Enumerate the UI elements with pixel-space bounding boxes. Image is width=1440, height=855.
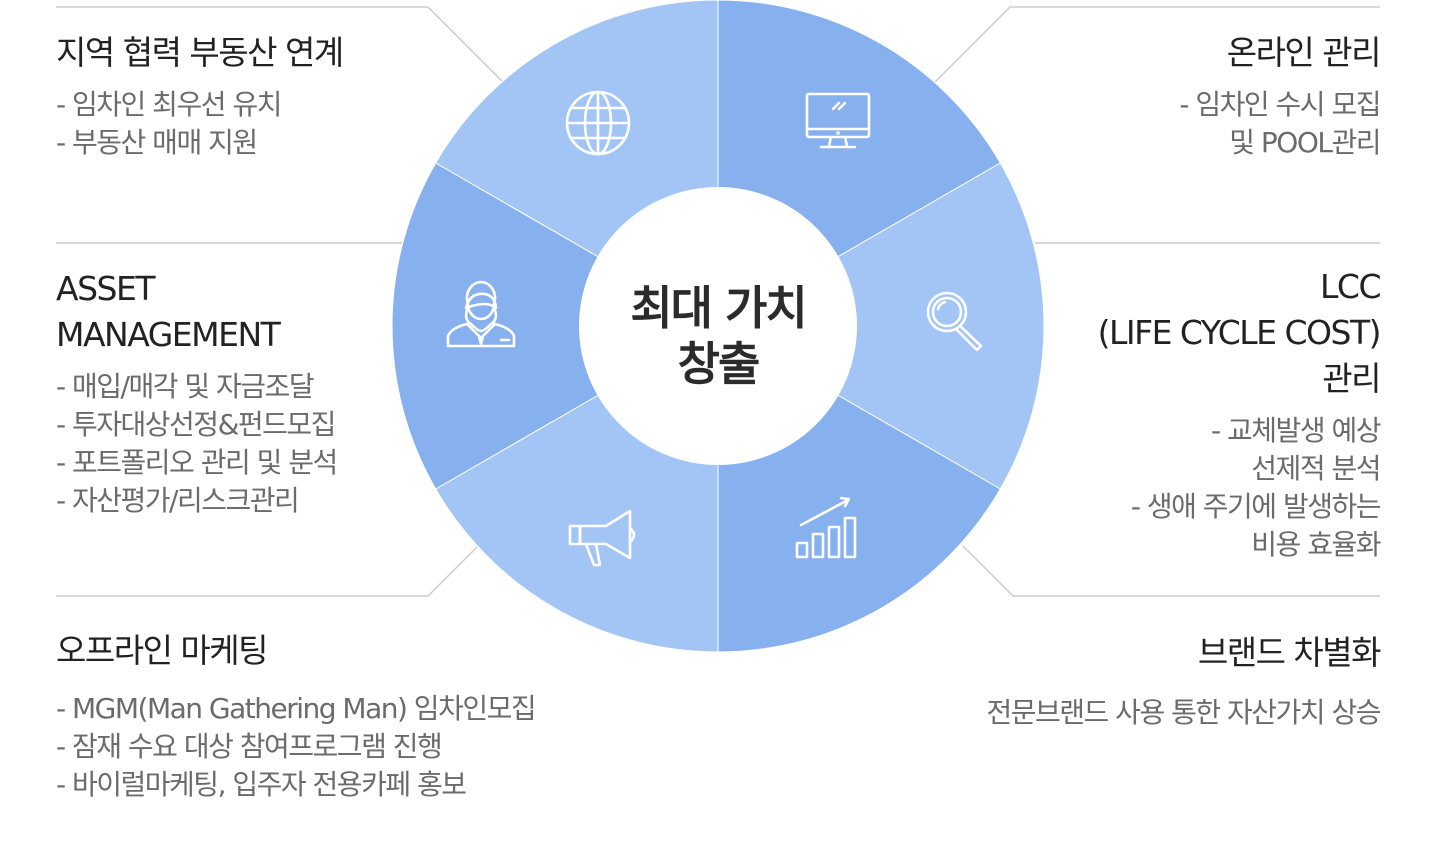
offline-item: - 잠재 수요 대상 참여프로그램 진행	[56, 730, 443, 763]
segment-pointer	[414, 152, 433, 172]
asset-item: - 자산평가/리스크관리	[56, 484, 300, 517]
magnifier-icon	[926, 291, 983, 352]
lcc-item: - 생애 주기에 발생하는	[1130, 490, 1382, 523]
online-title: 온라인 관리	[1226, 33, 1382, 72]
connector-brand	[962, 545, 1380, 597]
segment-icons	[446, 90, 983, 567]
segment-pointer	[994, 145, 1012, 165]
asset-item: - 투자대상선정&펀드모집	[56, 408, 336, 441]
connector-offline	[56, 546, 478, 597]
online-management-block: 온라인 관리 - 임차인 수시 모집 및 POOL관리	[1179, 30, 1382, 162]
segment-pointer	[1003, 480, 1022, 500]
asset-title: MANAGEMENT	[56, 315, 281, 354]
center-line-2: 창출	[677, 337, 761, 391]
offline-items: - MGM(Man Gathering Man) 임차인모집 - 잠재 수요 대…	[56, 690, 537, 804]
asset-item: - 매입/매각 및 자금조달	[56, 370, 315, 403]
center-line-1: 최대 가치	[630, 281, 807, 335]
connector-lines	[56, 6, 1380, 597]
asset-title: ASSET	[56, 269, 155, 308]
regional-item: - 임차인 최우선 유치	[56, 88, 282, 121]
brand-title: 브랜드 차별화	[1197, 633, 1382, 672]
regional-cooperation-block: 지역 협력 부동산 연계 - 임차인 최우선 유치 - 부동산 매매 지원	[56, 30, 344, 162]
offline-item: - 바이럴마케팅, 입주자 전용카페 홍보	[56, 768, 467, 801]
brand-differentiation-block: 브랜드 차별화 전문브랜드 사용 통한 자산가치 상승	[986, 630, 1382, 732]
connector-online	[934, 6, 1380, 83]
regional-items: - 임차인 최우선 유치 - 부동산 매매 지원	[56, 86, 343, 162]
regional-title: 지역 협력 부동산 연계	[56, 33, 344, 72]
offline-title: 오프라인 마케팅	[56, 631, 269, 670]
brand-items: 전문브랜드 사용 통한 자산가치 상승	[986, 694, 1381, 732]
megaphone-icon	[568, 509, 636, 567]
globe-icon	[565, 90, 631, 156]
asset-management-block: ASSET MANAGEMENT - 매입/매각 및 자금조달 - 투자대상선정…	[56, 266, 338, 520]
lcc-title: (LIFE CYCLE COST)	[1097, 313, 1382, 352]
online-items: - 임차인 수시 모집 및 POOL관리	[1179, 86, 1381, 162]
businessman-icon	[446, 280, 516, 348]
lcc-title: LCC	[1320, 267, 1381, 306]
center-caption: 최대 가치 창출	[598, 280, 838, 392]
online-item: 및 POOL관리	[1229, 126, 1381, 159]
connector-regional	[56, 6, 506, 85]
segment-pointer	[424, 487, 442, 507]
monitor-icon	[805, 92, 871, 149]
lcc-title: 관리	[1322, 359, 1381, 398]
lcc-item: 선제적 분석	[1251, 452, 1381, 485]
asset-item: - 포트폴리오 관리 및 분석	[56, 446, 338, 479]
offline-item: - MGM(Man Gathering Man) 임차인모집	[56, 692, 537, 725]
growth-chart-icon	[795, 496, 857, 559]
regional-item: - 부동산 매매 지원	[56, 126, 258, 159]
segment-pointer	[710, 650, 728, 671]
brand-item: 전문브랜드 사용 통한 자산가치 상승	[986, 696, 1381, 729]
online-item: - 임차인 수시 모집	[1179, 88, 1381, 121]
lcc-item: - 교체발생 예상	[1211, 414, 1381, 447]
lcc-items: - 교체발생 예상 선제적 분석 - 생애 주기에 발생하는 비용 효율화	[1098, 412, 1382, 564]
offline-marketing-block: 오프라인 마케팅 - MGM(Man Gathering Man) 임차인모집 …	[56, 628, 537, 804]
lcc-management-block: LCC (LIFE CYCLE COST) 관리 - 교체발생 예상 선제적 분…	[1097, 264, 1382, 564]
segment-pointer	[708, 0, 711, 2]
asset-items: - 매입/매각 및 자금조달 - 투자대상선정&펀드모집 - 포트폴리오 관리 …	[56, 368, 338, 520]
lcc-item: 비용 효율화	[1251, 528, 1381, 561]
center-circle	[579, 187, 857, 465]
